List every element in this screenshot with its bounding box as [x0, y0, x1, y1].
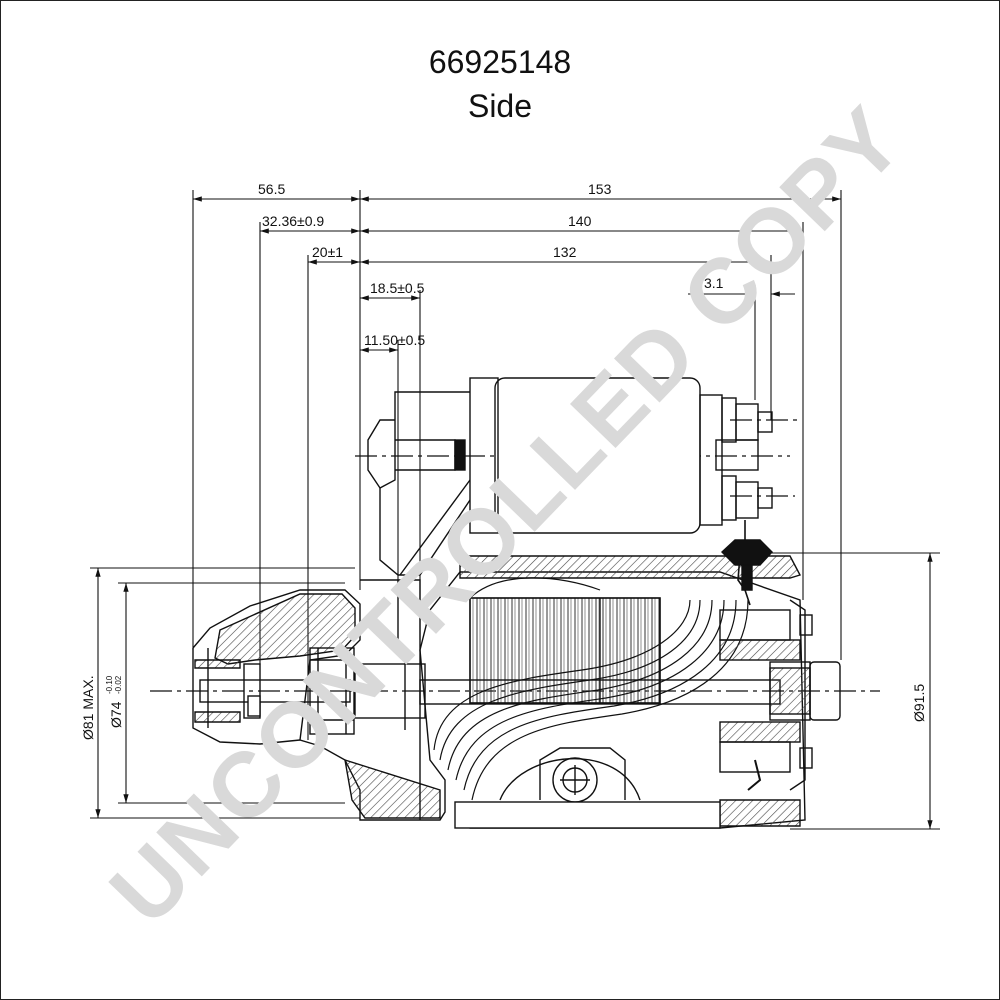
dim-91-5: Ø91.5: [911, 684, 927, 722]
dim-153: 153: [588, 181, 612, 197]
dim-81-max: Ø81 MAX.: [80, 675, 96, 740]
part-number: 66925148: [428, 44, 572, 80]
dimension-labels-side: Ø81 MAX. Ø74 -0.10 -0.02 Ø91.5: [80, 675, 927, 740]
dim-132: 132: [553, 244, 577, 260]
dim-74-tol-lower: -0.02: [114, 675, 123, 694]
view-label: Side: [467, 88, 533, 124]
dim-18-5: 18.5±0.5: [370, 280, 425, 296]
dim-56-5: 56.5: [258, 181, 285, 197]
dim-140: 140: [568, 213, 592, 229]
dim-20: 20±1: [312, 244, 343, 260]
solenoid: [367, 377, 773, 791]
dim-11-50: 11.50±0.5: [364, 332, 425, 348]
dim-74: Ø74: [108, 701, 124, 728]
dim-3-1: 3.1: [704, 275, 724, 291]
dimension-lines-top: [192, 190, 842, 740]
starter-body: [192, 555, 841, 829]
dim-32-36: 32.36±0.9: [262, 213, 324, 229]
dim-74-tol-upper: -0.10: [105, 675, 114, 694]
dimension-lines-side: [90, 552, 940, 830]
dimension-labels-top: 56.5 153 32.36±0.9 140 20±1 132 3.1 18.5…: [258, 181, 724, 348]
